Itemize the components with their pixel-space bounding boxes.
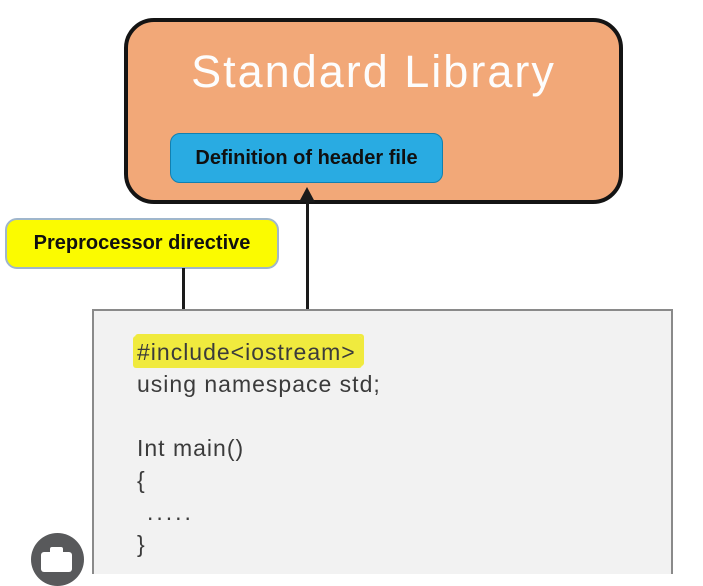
arrow-down-stem [182,268,185,315]
header-file-definition-text: Definition of header file [195,146,418,169]
code-line-open-brace: { [137,467,146,493]
code-line-include: #include<iostream> [133,336,661,368]
camera-icon [50,547,63,553]
arrow-up-head-icon [299,187,315,202]
code-line-dots: ..... [147,499,194,525]
arrow-up-stem [306,201,309,327]
code-content: #include<iostream> using namespace std; … [133,336,661,560]
preprocessor-directive-text: Preprocessor directive [33,232,251,254]
diagram-canvas: { "standard_library": { "label": "Standa… [5,18,673,586]
code-block: #include<iostream> using namespace std; … [92,309,673,574]
code-line-close-brace: } [137,531,146,557]
code-line-main: Int main() [137,435,245,461]
code-line-namespace: using namespace std; [137,371,381,397]
standard-library-box: Standard Library Definition of header fi… [124,18,623,204]
preprocessor-directive-label: Preprocessor directive [5,218,279,269]
header-file-definition-label: Definition of header file [170,133,443,183]
standard-library-title: Standard Library [191,46,556,97]
include-highlight: #include<iostream> [133,336,362,368]
camera-icon-body [41,552,72,572]
code-line-blank [137,400,661,432]
